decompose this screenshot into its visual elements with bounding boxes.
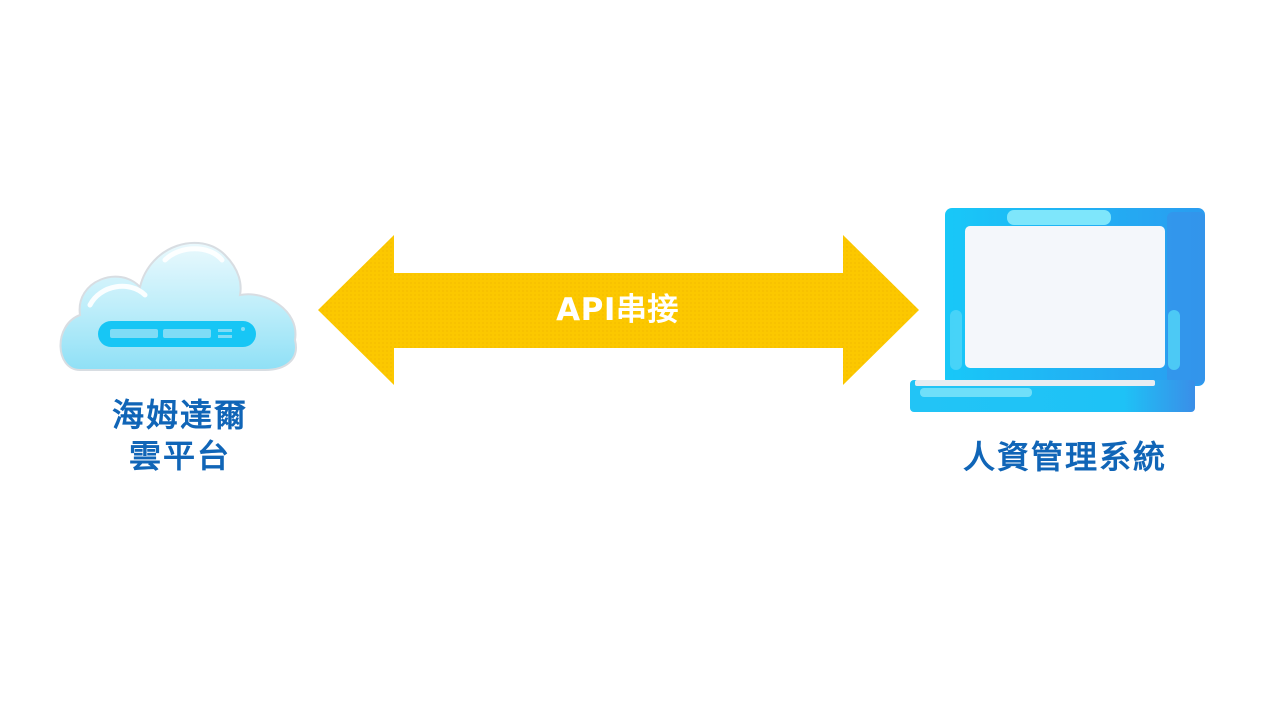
hr-system-label: 人資管理系統 <box>962 438 1167 476</box>
api-connector-label: API串接 <box>556 292 679 328</box>
cloud-platform-label-line-1: 海姆達爾 <box>111 396 248 434</box>
cloud-server-icon <box>59 241 297 371</box>
cloud-platform-label-line-2: 雲平台 <box>128 437 231 475</box>
laptop-icon <box>910 208 1205 412</box>
bidirectional-arrow-icon <box>318 235 919 385</box>
cloud-platform-label: 海姆達爾 雲平台 <box>80 395 280 477</box>
